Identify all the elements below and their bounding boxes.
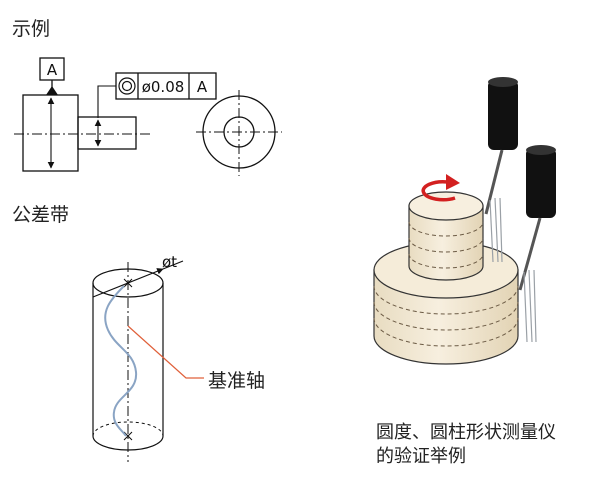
probe-lower	[518, 145, 556, 343]
tolerance-zone-title: 公差带	[12, 204, 70, 226]
part-end-view	[196, 90, 282, 176]
rotation-arrow-icon	[421, 174, 460, 202]
datum-reference: A	[197, 78, 208, 96]
caption-line-1: 圆度、圆柱形状测量仪	[376, 422, 556, 443]
reference-axis-label: 基准轴	[208, 370, 266, 392]
concentricity-symbol-icon	[118, 77, 136, 95]
tolerance-value: ø0.08	[142, 78, 185, 96]
probe-upper	[484, 77, 518, 263]
caption-line-2: 的验证举例	[376, 446, 466, 467]
feature-control-frame: ø0.08 A	[115, 72, 217, 100]
reference-axis-leader	[127, 325, 204, 379]
zone-diameter-label: øt	[162, 253, 177, 271]
actual-axis-curve	[104, 285, 138, 437]
upper-cylinder	[408, 191, 484, 281]
example-title: 示例	[12, 18, 51, 40]
datum-feature-symbol: A	[39, 57, 65, 95]
tolerance-zone-cylinder	[92, 260, 184, 462]
datum-letter: A	[47, 61, 58, 79]
part-side-view	[14, 85, 150, 172]
